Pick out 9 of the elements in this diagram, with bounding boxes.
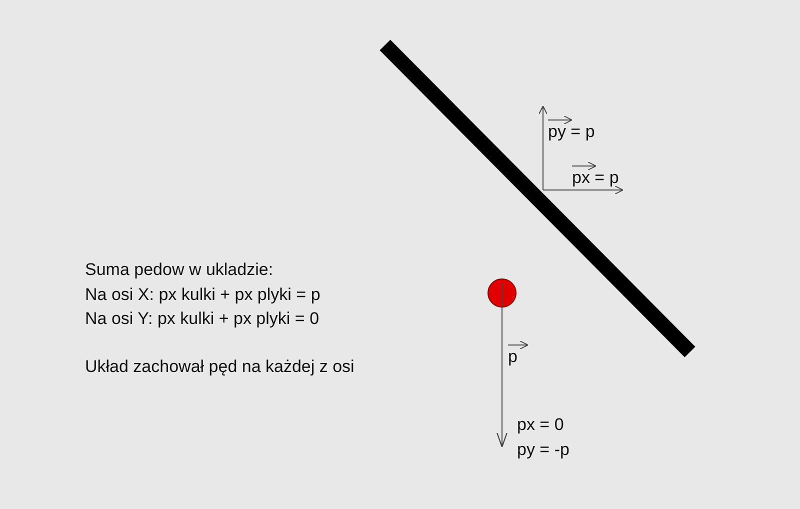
text-label: Układ zachował pęd na każdej z osi — [85, 357, 354, 377]
text-label: py = -p — [517, 440, 570, 460]
text-label: Na osi Y: px kulki + px plyki = 0 — [85, 309, 320, 329]
text-label: p — [508, 347, 518, 367]
text-label: px = 0 — [517, 415, 564, 435]
text-label: py = p — [548, 122, 595, 142]
text-label: Na osi X: px kulki + px plyki = p — [85, 285, 320, 305]
text-label: px = p — [572, 168, 619, 188]
text-label: Suma pedow w ukladzie: — [85, 260, 274, 280]
